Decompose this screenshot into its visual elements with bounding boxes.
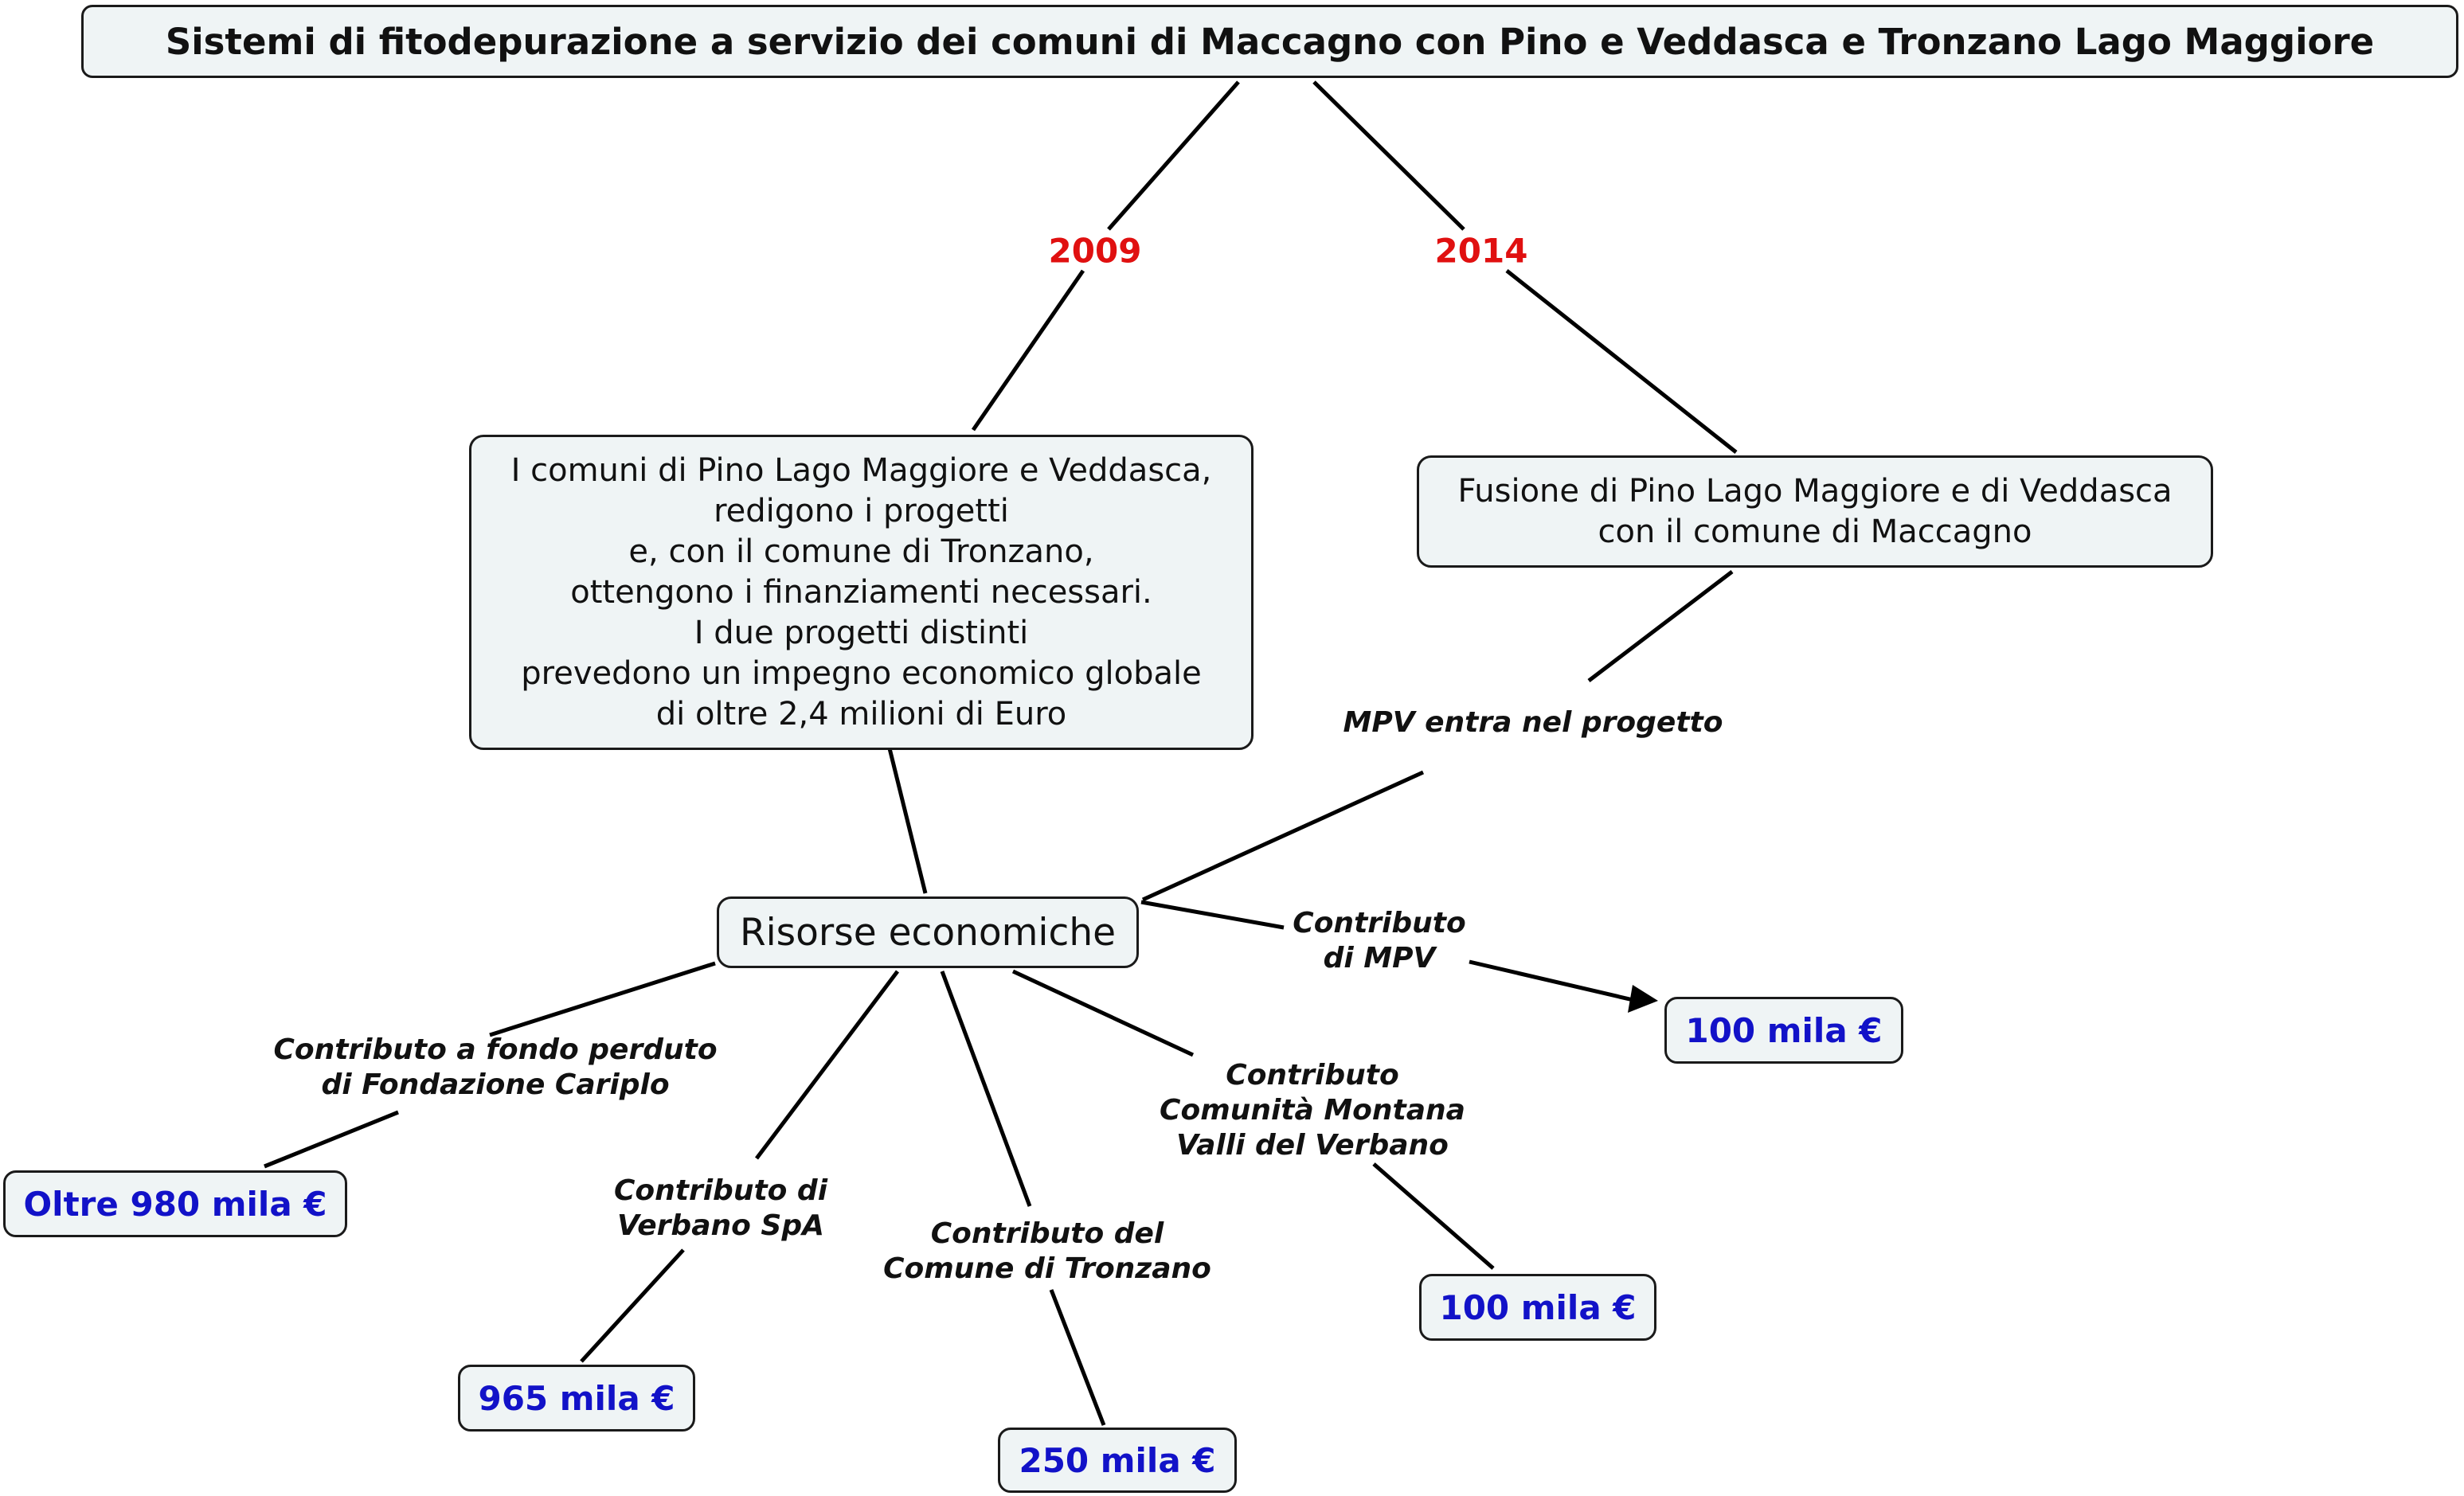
comunita-line-1: Contributo bbox=[1226, 1059, 1399, 1092]
link-title-2009 bbox=[1107, 80, 1240, 231]
tronzano-label: Contributo del Comune di Tronzano bbox=[883, 1217, 1211, 1287]
cariplo-line-1: Contributo a fondo perduto bbox=[273, 1033, 718, 1066]
link-risorse-tronzano bbox=[940, 971, 1032, 1207]
value-cariplo-text: Oltre 980 mila € bbox=[23, 1184, 327, 1224]
mpv-entra-label: MPV entra nel progetto bbox=[1343, 706, 1723, 739]
progetti-line-1: I comuni di Pino Lago Maggiore e Veddasc… bbox=[510, 451, 1212, 489]
risorse-text: Risorse economiche bbox=[739, 910, 1117, 955]
progetti-line-3: e, con il comune di Tronzano, bbox=[628, 533, 1094, 570]
link-2014-fusione bbox=[1505, 269, 1738, 454]
link-fusione-mpv bbox=[1587, 570, 1734, 682]
comunita-line-2: Comunità Montana bbox=[1160, 1094, 1465, 1127]
progetti-line-4: ottengono i finanziamenti necessari. bbox=[570, 573, 1152, 611]
value-mpv-text: 100 mila € bbox=[1685, 1010, 1883, 1050]
link-risorse-contributo-mpv bbox=[1140, 900, 1285, 930]
year-2014-label: 2014 bbox=[1434, 231, 1528, 271]
link-risorse-comunita bbox=[1011, 969, 1195, 1057]
progetti-line-7: di oltre 2,4 milioni di Euro bbox=[655, 695, 1067, 732]
title-text: Sistemi di fitodepurazione a servizio de… bbox=[165, 20, 2375, 63]
cariplo-label: Contributo a fondo perduto di Fondazione… bbox=[273, 1033, 717, 1103]
risorse-node: Risorse economiche bbox=[717, 896, 1139, 968]
value-verbano: 965 mila € bbox=[458, 1365, 695, 1432]
link-tronzano-value bbox=[1049, 1289, 1106, 1426]
value-comunita-text: 100 mila € bbox=[1439, 1287, 1637, 1327]
verbano-line-2: Verbano SpA bbox=[617, 1209, 824, 1242]
title-node: Sistemi di fitodepurazione a servizio de… bbox=[81, 5, 2458, 78]
link-cariplo-value bbox=[264, 1110, 399, 1169]
value-tronzano-text: 250 mila € bbox=[1019, 1440, 1216, 1480]
fusione-node: Fusione di Pino Lago Maggiore e di Vedda… bbox=[1417, 455, 2213, 568]
link-verbano-value bbox=[580, 1248, 685, 1363]
link-progetti-risorse bbox=[887, 748, 928, 894]
value-verbano-text: 965 mila € bbox=[478, 1378, 675, 1418]
link-contributo-mpv-value bbox=[1469, 959, 1637, 1003]
link-mpv-risorse bbox=[1141, 770, 1425, 902]
year-2009-label: 2009 bbox=[1048, 231, 1142, 271]
verbano-line-1: Contributo di bbox=[613, 1174, 828, 1207]
progetti-line-6: prevedono un impegno economico globale bbox=[521, 654, 1202, 692]
cariplo-line-2: di Fondazione Cariplo bbox=[321, 1068, 670, 1101]
progetti-line-5: I due progetti distinti bbox=[694, 614, 1029, 651]
arrowhead-mpv bbox=[1628, 985, 1658, 1013]
link-comunita-value bbox=[1372, 1162, 1495, 1270]
contributo-mpv-line-2: di MPV bbox=[1323, 942, 1436, 975]
progetti-line-2: redigono i progetti bbox=[714, 492, 1009, 529]
value-comunita: 100 mila € bbox=[1419, 1274, 1656, 1341]
link-title-2014 bbox=[1312, 80, 1465, 231]
link-risorse-cariplo bbox=[489, 961, 716, 1037]
contributo-mpv-line-1: Contributo bbox=[1293, 907, 1466, 939]
fusione-line-1: Fusione di Pino Lago Maggiore e di Vedda… bbox=[1457, 472, 2173, 510]
value-mpv: 100 mila € bbox=[1664, 997, 1903, 1064]
comunita-label: Contributo Comunità Montana Valli del Ve… bbox=[1160, 1058, 1465, 1163]
comunita-line-3: Valli del Verbano bbox=[1176, 1129, 1449, 1162]
value-cariplo: Oltre 980 mila € bbox=[3, 1170, 347, 1237]
tronzano-line-2: Comune di Tronzano bbox=[883, 1252, 1211, 1285]
link-2009-progetti bbox=[971, 269, 1085, 432]
contributo-mpv-label: Contributo di MPV bbox=[1293, 906, 1465, 976]
verbano-label: Contributo di Verbano SpA bbox=[614, 1174, 827, 1244]
progetti-node: I comuni di Pino Lago Maggiore e Veddasc… bbox=[469, 435, 1254, 750]
link-risorse-verbano bbox=[755, 970, 899, 1160]
fusione-line-2: con il comune di Maccagno bbox=[1598, 513, 2032, 550]
tronzano-line-1: Contributo del bbox=[930, 1217, 1164, 1250]
value-tronzano: 250 mila € bbox=[998, 1428, 1237, 1493]
